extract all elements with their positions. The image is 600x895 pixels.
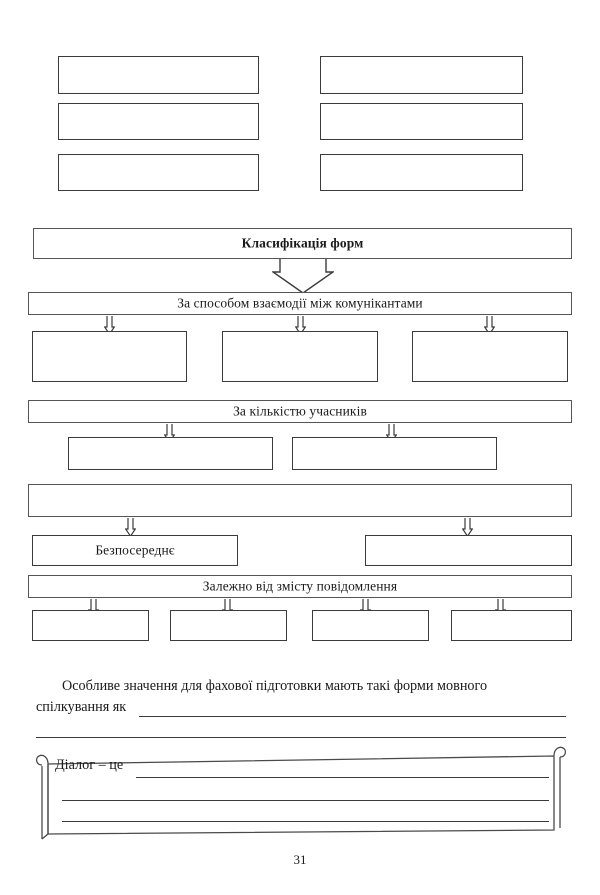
section-header-label: За кількістю учасників [233,403,367,419]
scroll-answer-rule[interactable] [136,777,549,778]
section-child-box[interactable] [365,535,572,566]
prompt-paragraph: Особливе значення для фахової підготовки… [36,676,566,718]
answer-rule[interactable] [139,716,566,717]
section-header-label: Залежно від змісту повідомлення [202,578,398,594]
scroll-banner [26,744,574,842]
top-grid-box[interactable] [320,154,523,191]
section-child-box[interactable]: Безпосереднє [32,535,238,566]
section-child-box[interactable] [68,437,273,470]
page-title: Класифікація форм [241,235,364,251]
arrow-down-large-icon [272,259,334,294]
section-child-box[interactable] [32,610,149,641]
top-grid-box[interactable] [58,154,259,191]
section-child-box[interactable] [32,331,187,382]
section-header-box: За способом взаємодії між комунікантами [28,292,572,315]
section-child-box[interactable] [412,331,568,382]
section-child-box[interactable] [170,610,287,641]
section-child-box[interactable] [222,331,378,382]
section-child-label: Безпосереднє [95,542,175,558]
top-grid-box[interactable] [58,103,259,140]
prompt-line-2: спілкування як [36,699,127,715]
page-number: 31 [293,852,307,867]
section-header-label: За способом взаємодії між комунікантами [177,295,423,311]
section-header-box: Залежно від змісту повідомлення [28,575,572,598]
section-header-box[interactable] [28,484,572,517]
top-grid-box[interactable] [320,56,523,94]
section-child-box[interactable] [292,437,497,470]
answer-rule[interactable] [36,737,566,738]
top-grid-box[interactable] [320,103,523,140]
scroll-note-label-text: Діалог – це [55,757,124,773]
section-child-box[interactable] [451,610,572,641]
scroll-answer-rule[interactable] [62,800,549,801]
scroll-note-label: Діалог – це [55,757,123,774]
top-grid-box[interactable] [58,56,259,94]
diagram-title-box: Класифікація форм [33,228,572,259]
section-header-box: За кількістю учасників [28,400,572,423]
prompt-line-1: Особливе значення для фахової підготовки… [62,678,488,694]
scroll-answer-rule[interactable] [62,821,549,822]
section-child-box[interactable] [312,610,429,641]
